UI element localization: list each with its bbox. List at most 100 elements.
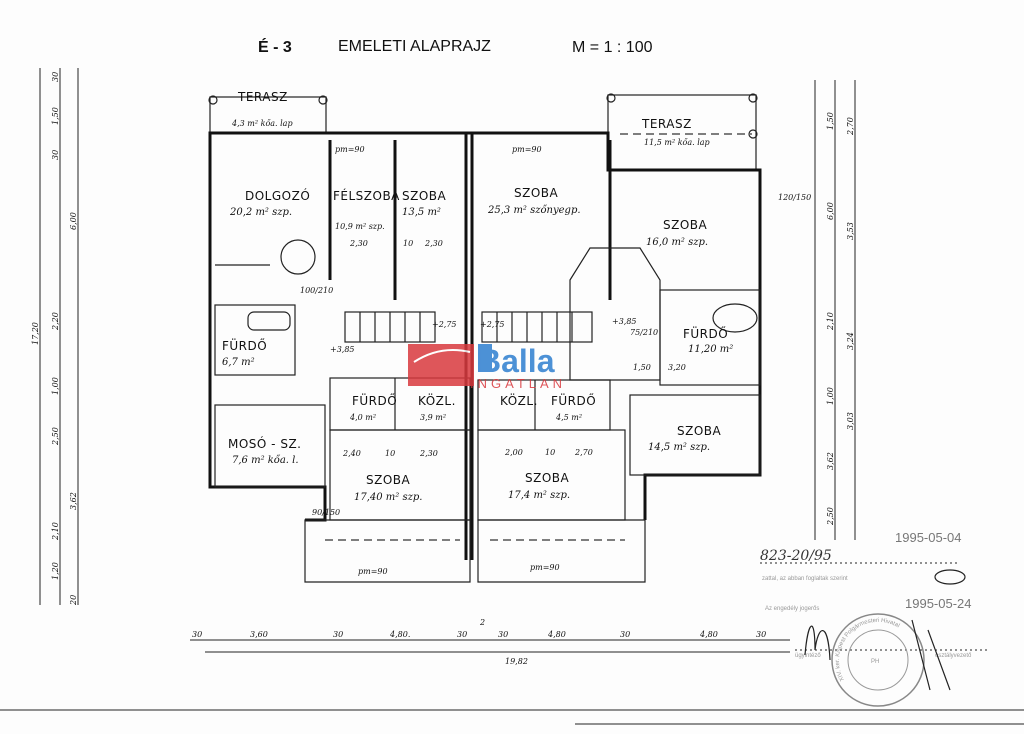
watermark-brand: Balla bbox=[478, 343, 555, 379]
room-name: FÉLSZOBA bbox=[333, 188, 400, 203]
label: 30 bbox=[620, 630, 630, 639]
door-size: 90/150 bbox=[312, 508, 340, 517]
dimension: 10 bbox=[385, 449, 395, 458]
label: 4,80 bbox=[547, 630, 566, 639]
label: 2 bbox=[479, 618, 485, 627]
room-area: 17,4 m² szp. bbox=[508, 490, 570, 501]
annotations: pm=90 pm=90 pm=90 pm=90 +2,75 +3,85 +2,7… bbox=[300, 145, 811, 576]
label: 2,20 bbox=[51, 312, 60, 331]
room-name: FÜRDŐ bbox=[683, 325, 728, 341]
label: 30 bbox=[457, 630, 467, 639]
spiral-stair bbox=[280, 239, 316, 275]
room-name: FÜRDŐ bbox=[222, 337, 267, 353]
sill-height: pm=90 bbox=[335, 145, 365, 154]
label: 30 bbox=[192, 630, 202, 639]
label: 3,03 bbox=[846, 412, 855, 430]
door-size: 75/210 bbox=[630, 328, 658, 337]
watermark-logo: Balla INGATLAN bbox=[408, 343, 566, 391]
room-name: DOLGOZÓ bbox=[245, 188, 310, 203]
room-name: FÜRDŐ bbox=[352, 392, 397, 408]
room-area: 16,0 m² szp. bbox=[646, 237, 708, 248]
sill-height: pm=90 bbox=[358, 567, 388, 576]
door-size: 100/210 bbox=[300, 286, 333, 295]
label: 6,00 bbox=[826, 202, 835, 220]
label: 3,24 bbox=[846, 332, 855, 350]
approval-date-1: 1995-05-04 bbox=[895, 530, 962, 545]
plan-title: EMELETI ALAPRAJZ bbox=[338, 38, 491, 55]
label: 2,50 bbox=[826, 507, 835, 526]
room-name: FÜRDŐ bbox=[551, 392, 596, 408]
bathtub-oval bbox=[712, 303, 758, 333]
label: 1,00 bbox=[51, 377, 60, 395]
label: 30 bbox=[756, 630, 766, 639]
room-area: 20,2 m² szp. bbox=[229, 207, 292, 218]
level-mark: +3,85 bbox=[612, 317, 637, 326]
official-seal: PH XIV. ker. Kispest Polgármesteri Hivat… bbox=[831, 613, 925, 707]
dimension: 2,00 bbox=[504, 448, 523, 457]
room-area: 14,5 m² szp. bbox=[648, 442, 710, 453]
sill-height: pm=90 bbox=[530, 563, 560, 572]
watermark-sub: INGATLAN bbox=[470, 376, 566, 391]
signature-left bbox=[804, 625, 831, 661]
level-mark: +3,85 bbox=[330, 345, 355, 354]
right-dimension-chain: 1,50 2,70 6,00 3,53 2,10 3,24 1,00 3,03 … bbox=[814, 80, 856, 540]
label: 2,10 bbox=[51, 522, 60, 541]
dimension: 10 bbox=[403, 239, 413, 248]
level-mark: +2,75 bbox=[480, 320, 505, 329]
label: Az engedély jogerős bbox=[765, 606, 819, 612]
room-name: TERASZ bbox=[237, 90, 288, 104]
room-name: SZOBA bbox=[525, 471, 570, 485]
staircase-left bbox=[344, 311, 436, 343]
room-name: MOSÓ - SZ. bbox=[228, 436, 301, 451]
bathtub-left bbox=[247, 311, 291, 331]
room-area: 11,20 m² bbox=[688, 344, 733, 355]
label: 20 bbox=[69, 595, 78, 606]
room-labels: TERASZ 4,3 m² kőa. lap DOLGOZÓ 20,2 m² s… bbox=[222, 90, 733, 503]
approval-stamp: 1995-05-04 823-20/95 zattal, az abban fo… bbox=[0, 530, 1024, 725]
plan-scale: M = 1 : 100 bbox=[572, 39, 653, 56]
label: 3,53 bbox=[846, 222, 855, 240]
label: 30 bbox=[51, 150, 60, 160]
dimension: 10 bbox=[545, 448, 555, 457]
label: 30 bbox=[51, 72, 60, 82]
level-mark: +2,75 bbox=[432, 320, 457, 329]
room-area: 7,6 m² kőa. l. bbox=[232, 455, 299, 466]
label: 2,50 bbox=[51, 427, 60, 446]
total-height: 17,20 bbox=[31, 322, 40, 345]
label: 2,10 bbox=[826, 312, 835, 331]
label: 3,62 bbox=[826, 452, 835, 470]
room-name: SZOBA bbox=[514, 186, 559, 200]
room-name: TERASZ bbox=[641, 117, 692, 131]
bottom-dimension-chain: 30 3,60 30 4,80. 30 2 30 4,80 30 4,80 30… bbox=[190, 618, 790, 666]
label: ügyintéző bbox=[795, 653, 821, 659]
dimension: 2,40 bbox=[342, 449, 361, 458]
room-name: SZOBA bbox=[677, 424, 722, 438]
room-area: 17,40 m² szp. bbox=[354, 492, 422, 503]
reference-number: 823-20/95 bbox=[760, 548, 832, 564]
room-name: KÖZL. bbox=[500, 392, 538, 408]
door-size: 120/150 bbox=[778, 193, 811, 202]
room-area: 3,9 m² bbox=[420, 413, 446, 422]
sill-height: pm=90 bbox=[512, 145, 542, 154]
label: osztályvezető bbox=[935, 653, 972, 659]
label: 4,80. bbox=[389, 630, 410, 639]
label: 1,20 bbox=[51, 562, 60, 580]
dimension: 1,50 bbox=[633, 363, 651, 372]
label: 1,50 bbox=[826, 112, 835, 130]
total-width: 19,82 bbox=[505, 657, 528, 666]
room-area: 13,5 m² bbox=[402, 207, 441, 218]
label: 3,60 bbox=[250, 630, 268, 639]
dimension: 2,30 bbox=[419, 449, 438, 458]
room-name: SZOBA bbox=[402, 189, 447, 203]
plan-code: É - 3 bbox=[258, 37, 292, 56]
label: 3,62 bbox=[69, 492, 78, 510]
label: PH bbox=[871, 659, 879, 665]
room-area: 10,9 m² szp. bbox=[335, 222, 385, 231]
label: 2,70 bbox=[846, 117, 855, 136]
dimension: 2,70 bbox=[574, 448, 593, 457]
label: zattal, az abban foglaltak szerint bbox=[762, 576, 848, 582]
room-area: 4,0 m² bbox=[349, 413, 376, 422]
room-area: 4,3 m² kőa. lap bbox=[231, 119, 293, 128]
